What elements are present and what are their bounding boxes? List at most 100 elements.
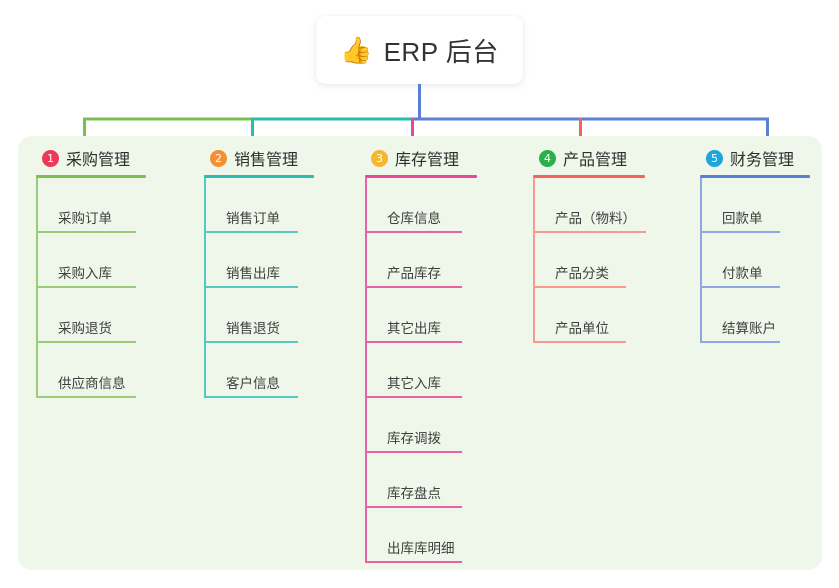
list-item-rule bbox=[533, 341, 626, 343]
list-item-label: 销售订单 bbox=[226, 211, 280, 226]
column-items-1: 采购订单采购入库采购退货供应商信息 bbox=[36, 178, 146, 398]
list-item-rule bbox=[204, 341, 298, 343]
list-item-label: 供应商信息 bbox=[58, 376, 126, 391]
list-item[interactable]: 出库库明细 bbox=[365, 508, 477, 563]
list-item-label: 仓库信息 bbox=[387, 211, 441, 226]
column-5: 5 财务管理回款单付款单结算账户 bbox=[700, 145, 810, 343]
list-item-rule bbox=[533, 231, 646, 233]
column-items-3: 仓库信息产品库存其它出库其它入库库存调拨库存盘点出库库明细 bbox=[365, 178, 477, 563]
list-item[interactable]: 产品单位 bbox=[533, 288, 645, 343]
list-item-rule bbox=[365, 341, 462, 343]
list-item-rule bbox=[204, 231, 298, 233]
column-3: 3 库存管理仓库信息产品库存其它出库其它入库库存调拨库存盘点出库库明细 bbox=[365, 145, 477, 563]
column-underline-3 bbox=[365, 175, 477, 178]
list-item[interactable]: 采购订单 bbox=[36, 178, 146, 233]
list-item[interactable]: 销售出库 bbox=[204, 233, 314, 288]
column-underline-5 bbox=[700, 175, 810, 178]
column-spine-4 bbox=[533, 178, 535, 343]
column-spine-1 bbox=[36, 178, 38, 398]
list-item-rule bbox=[365, 561, 462, 563]
column-header-5[interactable]: 5 财务管理 bbox=[700, 145, 810, 171]
list-item[interactable]: 供应商信息 bbox=[36, 343, 146, 398]
list-item-label: 产品单位 bbox=[555, 321, 609, 336]
list-item-label: 产品库存 bbox=[387, 266, 441, 281]
list-item-label: 库存盘点 bbox=[387, 486, 441, 501]
list-item-rule bbox=[36, 396, 136, 398]
column-header-4[interactable]: 4 产品管理 bbox=[533, 145, 645, 171]
list-item-label: 产品（物料） bbox=[555, 211, 636, 226]
list-item-rule bbox=[365, 396, 462, 398]
column-title-3: 库存管理 bbox=[395, 152, 460, 169]
list-item[interactable]: 回款单 bbox=[700, 178, 810, 233]
list-item-label: 客户信息 bbox=[226, 376, 280, 391]
column-spine-2 bbox=[204, 178, 206, 398]
page-title: ERP 后台 bbox=[383, 36, 499, 67]
list-item-rule bbox=[36, 341, 136, 343]
list-item-rule bbox=[365, 451, 462, 453]
list-item-label: 回款单 bbox=[722, 211, 763, 226]
list-item[interactable]: 其它入库 bbox=[365, 343, 477, 398]
list-item-rule bbox=[700, 231, 780, 233]
column-badge-4: 4 bbox=[539, 149, 556, 167]
column-badge-2: 2 bbox=[210, 149, 227, 167]
column-badge-3: 3 bbox=[371, 149, 388, 167]
list-item-label: 出库库明细 bbox=[387, 541, 455, 556]
list-item-label: 库存调拨 bbox=[387, 431, 441, 446]
list-item-label: 销售出库 bbox=[226, 266, 280, 281]
column-2: 2 销售管理销售订单销售出库销售退货客户信息 bbox=[204, 145, 314, 398]
list-item-rule bbox=[36, 286, 136, 288]
list-item-rule bbox=[365, 286, 462, 288]
list-item-label: 产品分类 bbox=[555, 266, 609, 281]
thumbs-up-icon: 👍 bbox=[340, 35, 373, 65]
list-item-label: 采购入库 bbox=[58, 266, 112, 281]
list-item-rule bbox=[700, 286, 780, 288]
list-item[interactable]: 库存盘点 bbox=[365, 453, 477, 508]
list-item-rule bbox=[533, 286, 626, 288]
list-item-rule bbox=[365, 231, 462, 233]
list-item-label: 采购订单 bbox=[58, 211, 112, 226]
column-title-1: 采购管理 bbox=[66, 152, 131, 169]
column-1: 1 采购管理采购订单采购入库采购退货供应商信息 bbox=[36, 145, 146, 398]
list-item-rule bbox=[36, 231, 136, 233]
column-spine-5 bbox=[700, 178, 702, 343]
list-item[interactable]: 产品（物料） bbox=[533, 178, 646, 233]
list-item[interactable]: 库存调拨 bbox=[365, 398, 477, 453]
list-item[interactable]: 销售退货 bbox=[204, 288, 314, 343]
list-item[interactable]: 产品库存 bbox=[365, 233, 477, 288]
column-underline-4 bbox=[533, 175, 645, 178]
root-title-card: 👍 ERP 后台 bbox=[316, 16, 523, 84]
column-badge-5: 5 bbox=[706, 149, 723, 167]
column-header-2[interactable]: 2 销售管理 bbox=[204, 145, 314, 171]
list-item-label: 结算账户 bbox=[722, 321, 776, 336]
column-title-5: 财务管理 bbox=[730, 152, 795, 169]
column-header-3[interactable]: 3 库存管理 bbox=[365, 145, 477, 171]
list-item-label: 其它入库 bbox=[387, 376, 441, 391]
column-title-4: 产品管理 bbox=[563, 152, 628, 169]
list-item[interactable]: 产品分类 bbox=[533, 233, 645, 288]
list-item-label: 采购退货 bbox=[58, 321, 112, 336]
list-item-rule bbox=[204, 286, 298, 288]
list-item[interactable]: 采购退货 bbox=[36, 288, 146, 343]
column-4: 4 产品管理产品（物料） 产品分类产品单位 bbox=[533, 145, 646, 343]
column-underline-2 bbox=[204, 175, 314, 178]
column-spine-3 bbox=[365, 178, 367, 563]
list-item[interactable]: 付款单 bbox=[700, 233, 810, 288]
list-item-rule bbox=[700, 341, 780, 343]
list-item[interactable]: 其它出库 bbox=[365, 288, 477, 343]
list-item-label: 付款单 bbox=[722, 266, 763, 281]
list-item-label: 销售退货 bbox=[226, 321, 280, 336]
list-item[interactable]: 销售订单 bbox=[204, 178, 314, 233]
column-items-5: 回款单付款单结算账户 bbox=[700, 178, 810, 343]
column-underline-1 bbox=[36, 175, 146, 178]
diagram-panel bbox=[18, 136, 822, 570]
list-item[interactable]: 仓库信息 bbox=[365, 178, 477, 233]
column-items-4: 产品（物料） 产品分类产品单位 bbox=[533, 178, 646, 343]
list-item-label: 其它出库 bbox=[387, 321, 441, 336]
column-items-2: 销售订单销售出库销售退货客户信息 bbox=[204, 178, 314, 398]
column-title-2: 销售管理 bbox=[234, 152, 299, 169]
list-item[interactable]: 客户信息 bbox=[204, 343, 314, 398]
list-item[interactable]: 结算账户 bbox=[700, 288, 810, 343]
list-item[interactable]: 采购入库 bbox=[36, 233, 146, 288]
column-badge-1: 1 bbox=[42, 149, 59, 167]
column-header-1[interactable]: 1 采购管理 bbox=[36, 145, 146, 171]
